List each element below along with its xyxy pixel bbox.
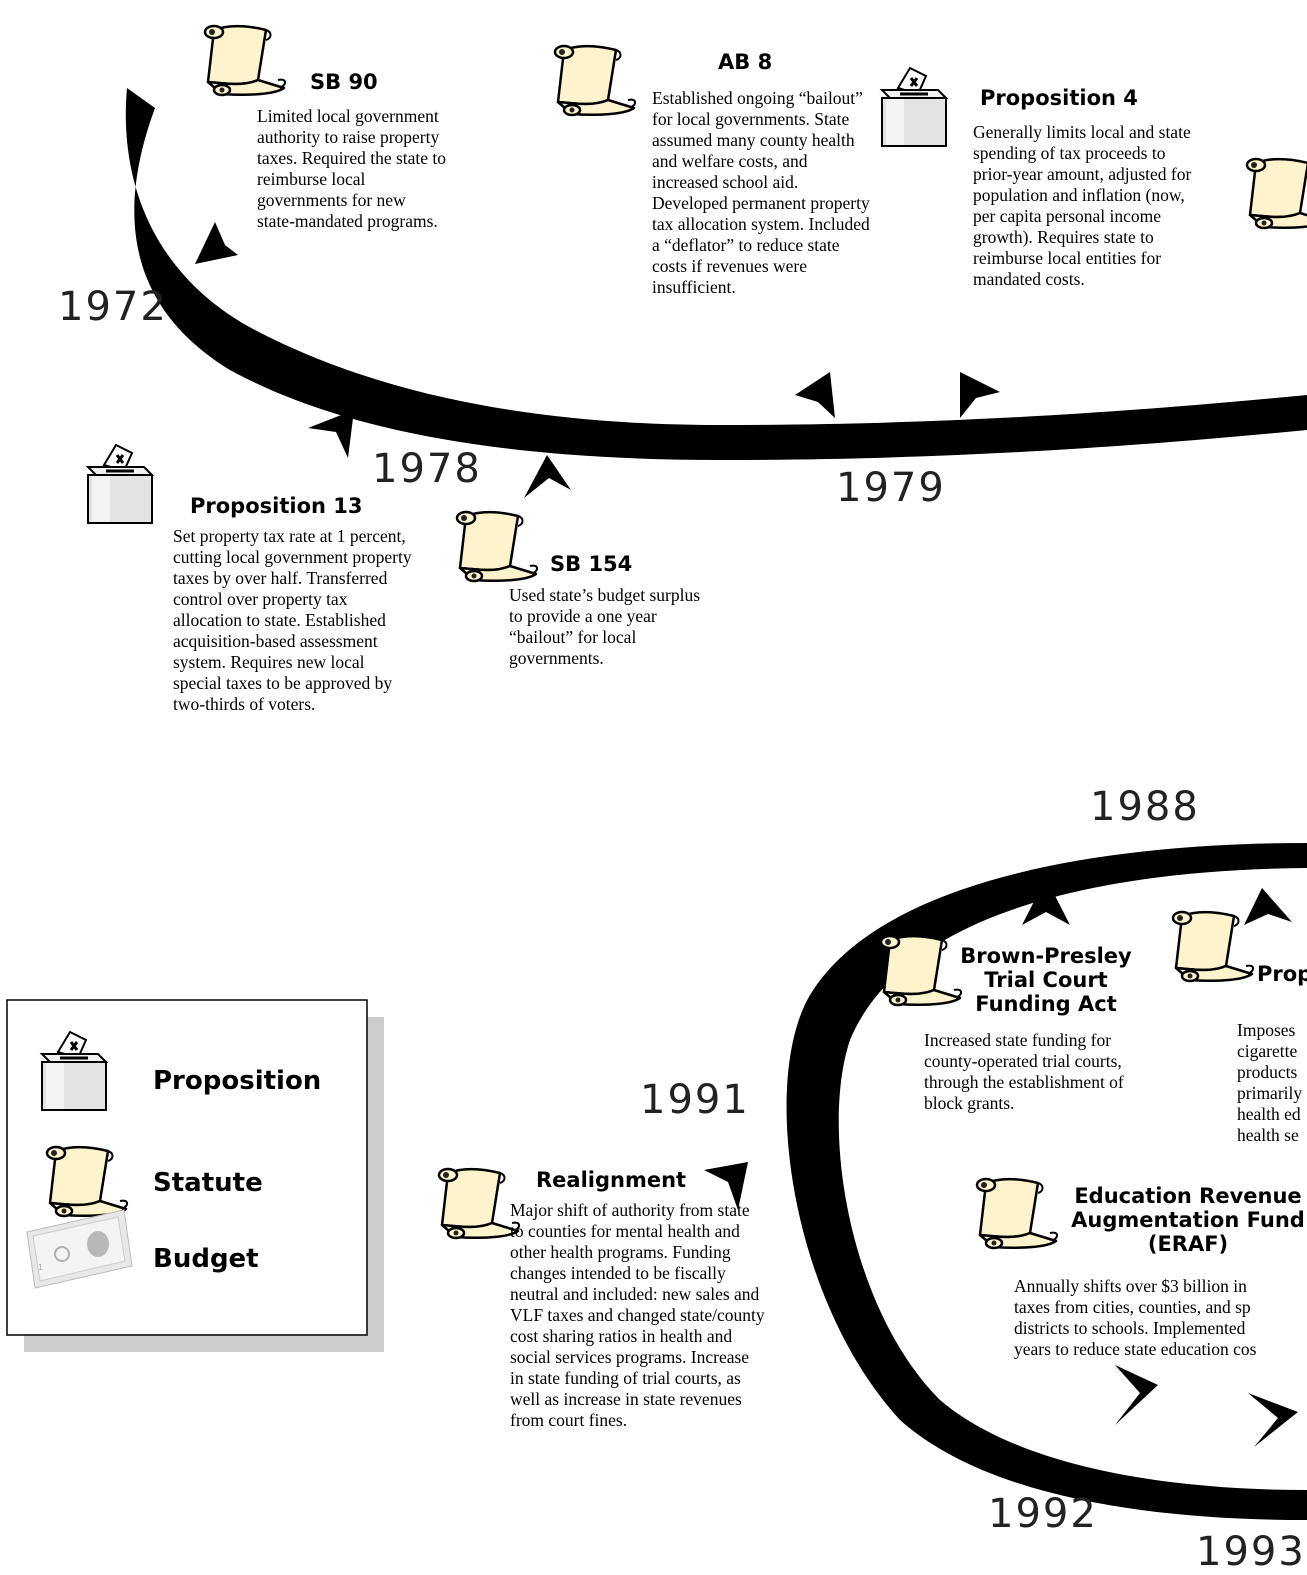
event-title-sb90: SB 90 [310,70,378,94]
scroll-icon [455,510,539,583]
event-title-prop13: Proposition 13 [190,494,363,518]
arrow-1993 [1248,1393,1298,1447]
event-desc-brown-presley: Increased state funding for county-opera… [924,1030,1124,1113]
year-1972: 1972 [58,284,168,330]
arrow-sb90 [195,222,238,264]
event-desc-sb154: Used state’s budget surplus to provide a… [509,585,701,668]
ballot-box-icon [880,66,948,148]
dollar-bill-icon: 1 [26,1209,133,1289]
arrow-prop-cut [1244,888,1292,925]
arrow-sb154 [524,455,571,498]
scroll-icon [203,24,287,97]
year-1991: 1991 [640,1077,750,1123]
arrow-brown [1022,878,1070,925]
event-desc-eraf: Annually shifts over $3 billion in taxes… [1014,1276,1257,1359]
year-1988: 1988 [1090,784,1200,830]
legend: 1 [6,999,384,1352]
event-title-sb154: SB 154 [550,552,633,576]
timeline-curve-top [125,88,1307,460]
arrow-1992 [1115,1365,1158,1425]
event-title-realignment: Realignment [536,1168,687,1192]
year-1979: 1979 [836,465,946,511]
svg-text:1: 1 [38,1263,43,1272]
arrow-realignment [704,1162,748,1210]
ballot-box-icon [86,443,154,525]
event-title-brown-presley: Brown-Presley Trial Court Funding Act [960,944,1132,1016]
event-desc-sb90: Limited local government authority to ra… [257,106,447,231]
event-desc-ab8: Established ongoing “bailout” for local … [652,88,870,297]
scroll-icon [437,1167,521,1240]
arrow-prop13 [308,410,354,458]
arrow-prop4 [960,372,1000,418]
event-title-prop-cut: Prop [1257,962,1307,986]
scroll-icon [1245,157,1307,230]
event-title-prop4: Proposition 4 [980,86,1138,110]
legend-label-proposition: Proposition [153,1066,322,1096]
event-title-eraf: Education Revenue Augmentation Fund (ERA… [1071,1184,1305,1256]
year-1978: 1978 [372,446,482,492]
event-desc-prop4: Generally limits local and state spendin… [973,122,1192,289]
year-1992: 1992 [988,1491,1098,1537]
event-title-ab8: AB 8 [718,50,773,74]
event-desc-realignment: Major shift of authority from state to c… [510,1200,765,1430]
year-1993: 1993 [1196,1529,1306,1575]
scroll-icon [553,44,637,117]
legend-label-budget: Budget [153,1244,259,1274]
scroll-icon [1171,910,1255,983]
event-desc-prop13: Set property tax rate at 1 percent, cutt… [173,526,412,714]
arrow-ab8 [795,372,835,418]
event-desc-prop-cut: Imposes cigarette products primarily hea… [1237,1020,1303,1145]
legend-label-statute: Statute [153,1168,263,1198]
